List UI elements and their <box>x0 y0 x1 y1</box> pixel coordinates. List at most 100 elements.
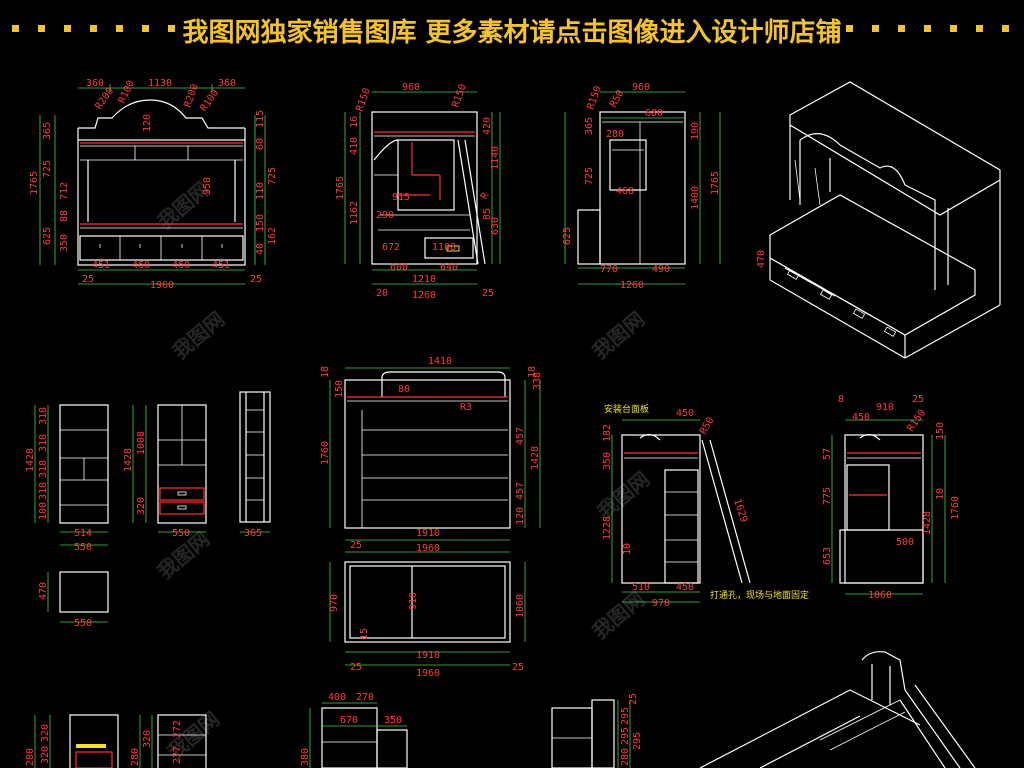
watermark-3: 我图网 <box>588 307 649 364</box>
watermark-6: 我图网 <box>588 587 649 644</box>
dim-cabB-bottom: 550 <box>172 528 190 539</box>
dim-sideL-inner-7: 1108 <box>432 242 456 253</box>
dim-loftF-inner: 500 <box>896 537 914 548</box>
dim-deskF-left-1: 18 <box>320 366 331 378</box>
dim-loftS-diag: 1629 <box>731 498 749 524</box>
dim-sideR-top-1: 960 <box>632 82 650 93</box>
dim-sideR-right-3: 1400 <box>690 186 701 210</box>
dim-front-top-3: 360 <box>218 78 236 89</box>
dim-front-left-1: 365 <box>42 122 53 140</box>
cabinet-a-elevation: 318 318 1428 318 318 100 514 550 <box>25 404 109 553</box>
dim-loftF-bottom: 1060 <box>868 590 892 601</box>
dim-sideL-left-1: 16 <box>349 116 360 128</box>
dim-loftF-right-2: 1760 <box>950 496 961 520</box>
dim-sideL-right-1: 420 <box>482 117 493 135</box>
dim-front-mid-1: 120 <box>142 114 153 132</box>
dim-loftS-left-3: 1228 <box>602 516 613 540</box>
dim-deskF-right-4: 1428 <box>530 446 541 470</box>
dim-deskP-inner: 910 <box>408 592 419 610</box>
dim-sideR-slant-1: R150 <box>585 85 604 111</box>
small-unit-c: 400 270 670 350 380 <box>300 692 408 768</box>
dim-deskF-inner-2: R3 <box>460 402 472 413</box>
dim-loftF-top-1: 910 <box>876 402 894 413</box>
dim-cabA-left-4: 318 <box>38 460 49 478</box>
dim-smallD-right-1: 25 <box>628 693 639 705</box>
dim-loftS-bottom-1: 510 <box>632 582 650 593</box>
dim-loftS-top-1: 450 <box>676 408 694 419</box>
dim-front-top-1: 360 <box>86 78 104 89</box>
dim-sideL-top: 960 <box>402 82 420 93</box>
dim-cabB-left-3: 320 <box>136 497 147 515</box>
desk-plan-view: 970 15 910 1060 25 1910 1960 25 <box>329 561 526 679</box>
dim-loftF-slant: R150 <box>905 408 928 434</box>
dim-front-bottom-3: 460 <box>172 260 190 271</box>
dim-smallB-left-2: 277 <box>172 746 183 764</box>
dim-front-right-3: 725 <box>267 167 278 185</box>
dim-deskF-top: 1410 <box>428 356 452 367</box>
banner-text[interactable]: 我图网独家销售图库 更多素材请点击图像进入设计师店铺 <box>182 18 842 48</box>
dim-sideL-bottom-3: 25 <box>482 288 494 299</box>
dim-deskP-bottom-2: 1910 <box>416 650 440 661</box>
dim-smallC-top-3: 670 <box>340 715 358 726</box>
dim-smallD-right-3: 295 <box>620 727 631 745</box>
dim-cabA-left-1: 318 <box>38 407 49 425</box>
dim-deskF-right-1: 18 <box>527 366 538 378</box>
loft-front-elevation: 910 450 25 8 R150 57 775 653 150 1760 14… <box>822 394 961 601</box>
dim-deskF-left-3: 1760 <box>320 441 331 465</box>
dim-cabB-left-2: 1428 <box>123 448 134 472</box>
dim-sideR-left-3: 625 <box>562 227 573 245</box>
dim-sideR-inner: 468 <box>616 186 634 197</box>
dim-sideR-bottom-1: 770 <box>600 264 618 275</box>
dim-sideL-slant-2: R150 <box>450 83 469 109</box>
promo-banner[interactable]: 我图网独家销售图库 更多素材请点击图像进入设计师店铺 <box>0 0 1024 58</box>
dim-front-right-6: 162 <box>267 227 278 245</box>
dim-sideL-inner-1: 600 <box>390 262 408 273</box>
dim-front-right-2: 60 <box>255 138 266 150</box>
dim-loftS-bottom-3: 970 <box>652 598 670 609</box>
dim-deskP-left-2: 15 <box>359 628 370 640</box>
dim-loftF-top-4: 8 <box>838 394 844 405</box>
dim-deskF-bottom-1: 25 <box>350 540 362 551</box>
dim-box-bottom: 550 <box>74 618 92 629</box>
front-elevation: 360 1130 360 R200 R100 R200 R100 365 725… <box>29 78 278 291</box>
isometric-loft-partial <box>699 651 976 768</box>
dim-front-slant-4: R100 <box>198 88 221 114</box>
small-unit-d: 25 295 295 295 280 <box>551 693 643 768</box>
dim-front-top-2: 1130 <box>148 78 172 89</box>
dim-smallB-left-3: 320 <box>142 730 153 748</box>
dim-smallC-top-4: 350 <box>384 715 402 726</box>
dim-sideR-slant-2: R50 <box>608 88 627 109</box>
banner-dots-left <box>10 22 175 36</box>
dim-deskP-right: 1060 <box>515 594 526 618</box>
dim-sideR-right-1: 190 <box>690 122 701 140</box>
dim-cabB-left-1: 1008 <box>136 431 147 455</box>
dim-sideL-inner-4: 290 <box>376 210 394 221</box>
dim-smallD-right-4: 295 <box>632 732 643 750</box>
dim-sideL-left-3: 1765 <box>335 176 346 200</box>
dim-front-small-1: 25 <box>82 274 94 285</box>
dim-loftF-top-2: 450 <box>852 412 870 423</box>
box-elevation: 470 550 <box>38 571 109 629</box>
dim-loftF-top-3: 25 <box>912 394 924 405</box>
dim-deskF-right-6: 120 <box>515 507 526 525</box>
banner-dots-right <box>846 22 1016 36</box>
dim-sideL-left-4: 1162 <box>349 201 360 225</box>
dim-sideL-right-3: 630 <box>490 217 501 235</box>
dim-loftF-left-1: 57 <box>822 448 833 460</box>
dim-front-left-4: 712 <box>59 182 70 200</box>
dim-front-total: 1960 <box>150 280 174 291</box>
dim-smallC-top-2: 270 <box>356 692 374 703</box>
note-loft-bottom: 打通孔，现场与地面固定 <box>710 589 809 601</box>
dim-front-slant-2: R100 <box>117 79 137 105</box>
dim-loftS-left-1: 182 <box>602 424 613 442</box>
dim-loftS-top-2: R50 <box>698 415 717 436</box>
dim-loftF-left-3: 653 <box>822 547 833 565</box>
dim-deskP-bottom-3: 1960 <box>416 668 440 679</box>
dim-sideR-top-2: 680 <box>645 108 663 119</box>
dim-sideR-bottom-2: 490 <box>652 264 670 275</box>
loft-side-elevation: 安装台面板 450 R50 182 350 1228 10 1629 510 4… <box>602 403 809 609</box>
dim-deskF-right-5: 457 <box>515 482 526 500</box>
dim-deskF-right-2: 338 <box>532 372 543 390</box>
dim-sideL-right-4: 85 <box>482 208 493 220</box>
dim-front-left-6: 350 <box>59 234 70 252</box>
